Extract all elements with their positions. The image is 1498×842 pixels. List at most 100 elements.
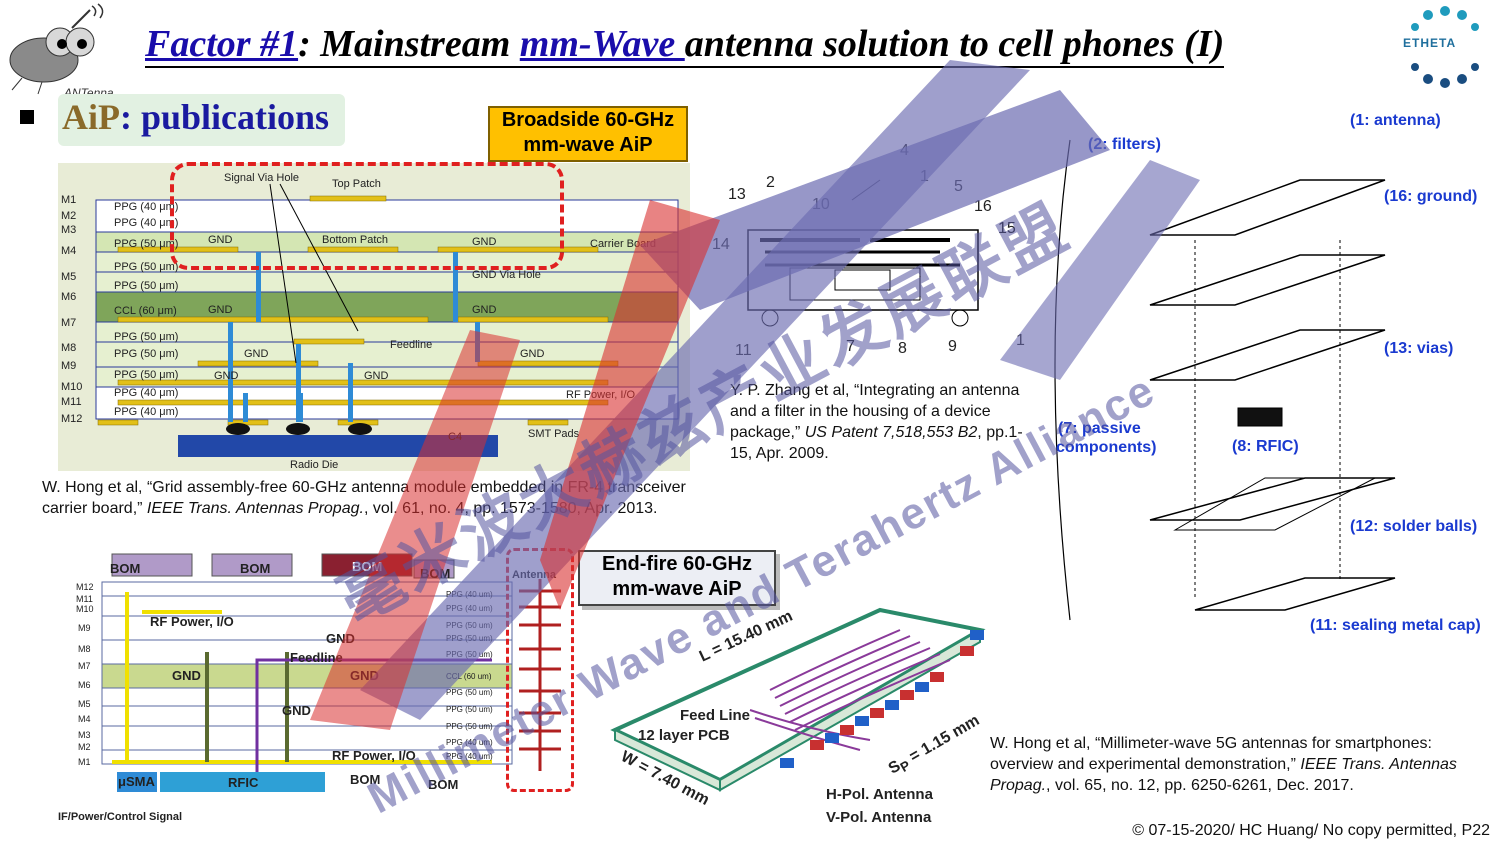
endfire-rf-power: RF Power, I/O: [150, 614, 234, 629]
label-gnd-6: GND: [520, 348, 545, 360]
section-aip: AiP: [62, 97, 120, 137]
patent-num-7: 7: [846, 338, 855, 355]
label-gnd-3: GND: [208, 304, 233, 316]
ef-layer-m7: M7: [78, 661, 91, 671]
layer-m5: M5: [61, 271, 77, 283]
endfire-gnd-3: GND: [350, 668, 379, 683]
ef-layer-m3: M3: [78, 730, 91, 740]
highlight-antenna-region: [170, 162, 564, 270]
label-ground: (16: ground): [1384, 188, 1478, 205]
material-7: PPG (50 μm): [114, 331, 179, 343]
broadside-line2: mm-wave AiP: [523, 134, 653, 156]
endfire-usma: μSMA: [118, 774, 155, 789]
patent-num-13: 13: [728, 186, 746, 203]
layer-m7: M7: [61, 317, 77, 329]
ef-layer-m10: M10: [76, 604, 94, 614]
endfire-gnd-1: GND: [326, 631, 355, 646]
label-passive-1: (7: passive: [1058, 420, 1141, 437]
material-1: PPG (40 μm): [114, 201, 179, 213]
patent-num-16: 16: [974, 198, 992, 215]
section-heading-bg: [58, 94, 345, 146]
citation-hong-2017: W. Hong et al, “Millimeter-wave 5G anten…: [990, 733, 1460, 796]
ef-layer-m11: M11: [76, 594, 93, 604]
material-11: PPG (40 μm): [114, 406, 179, 418]
label-feedline: Feedline: [390, 339, 433, 351]
title-rest: antenna solution to cell phones (I): [684, 23, 1225, 65]
title-highlight: mm-Wave: [519, 23, 685, 65]
endfire-line1: End-fire 60-GHz: [601, 553, 753, 575]
ef-mat-6: CCL (60 um): [446, 672, 492, 681]
layer-m6: M6: [61, 291, 77, 303]
label-carrier-board: Carrier Board: [590, 238, 657, 250]
ef-mat-3: PPG (50 um): [446, 621, 493, 630]
material-10: PPG (40 μm): [114, 387, 179, 399]
citation-zhang-2009: Y. P. Zhang et al, “Integrating an anten…: [730, 380, 1026, 464]
broadside-line1: Broadside 60-GHz: [501, 109, 675, 131]
material-9: PPG (50 μm): [114, 369, 179, 381]
ef-layer-m4: M4: [78, 714, 91, 724]
endfire-if-power: IF/Power/Control Signal: [58, 811, 183, 823]
label-filters: (2: filters): [1088, 136, 1161, 153]
citation-hong-2013: W. Hong et al, “Grid assembly-free 60-GH…: [42, 477, 712, 519]
page-title: Factor #1: Mainstream mm-Wave antenna so…: [145, 22, 1225, 68]
bullet-icon: [20, 110, 34, 124]
patent-num-4: 4: [900, 142, 909, 159]
pcb-layer-count: 12 layer PCB: [638, 727, 730, 744]
ef-mat-9: PPG (50 um): [446, 722, 493, 731]
pcb-feed-line: Feed Line: [680, 707, 751, 724]
layer-m8: M8: [61, 342, 77, 354]
label-rf-power: RF Power, I/O: [566, 389, 636, 401]
ef-layer-m2: M2: [78, 742, 91, 752]
endfire-gnd-2: GND: [172, 668, 201, 683]
ef-layer-m9: M9: [78, 623, 91, 633]
ef-mat-10: PPG (40 um): [446, 738, 493, 747]
patent-num-14: 14: [712, 236, 730, 253]
ef-layer-m6: M6: [78, 680, 91, 690]
ef-mat-5: PPG (50 um): [446, 650, 493, 659]
patent-num-15: 15: [998, 220, 1016, 237]
ef-mat-7: PPG (50 um): [446, 688, 493, 697]
label-solder-balls: (12: solder balls): [1350, 518, 1478, 535]
broadside-tag: Broadside 60-GHz mm-wave AiP: [488, 106, 688, 162]
label-smt-pads: SMT Pads: [528, 428, 580, 440]
pcb-vpol: V-Pol. Antenna: [826, 809, 932, 826]
bom-label-1: BOM: [110, 561, 141, 576]
endfire-rfic: RFIC: [228, 775, 259, 790]
layer-m11: M11: [61, 396, 82, 408]
label-gnd-via: GND Via Hole: [472, 269, 541, 281]
patent-num-1: 1: [920, 168, 929, 185]
patent-num-9: 9: [948, 338, 957, 355]
antenna-logo: [2, 2, 132, 98]
endfire-feedline: Feedline: [290, 650, 343, 665]
layer-m9: M9: [61, 360, 77, 372]
section-heading: AiP: publications: [62, 96, 329, 138]
layer-m4: M4: [61, 245, 77, 257]
bom-label-5: BOM: [350, 772, 381, 787]
label-radio-die: Radio Die: [290, 459, 339, 471]
label-rfic: (8: RFIC): [1232, 438, 1299, 455]
bom-label-6: BOM: [428, 777, 459, 792]
citation-zhang-patent: US Patent 7,518,553 B2: [804, 424, 978, 441]
citation-hong-2017-details: , vol. 65, no. 12, pp. 6250-6261, Dec. 2…: [1046, 777, 1354, 794]
label-gnd-8: GND: [364, 370, 389, 382]
material-3: PPG (50 μm): [114, 238, 179, 250]
label-gnd-7: GND: [214, 370, 239, 382]
patent-exploded-view: [1040, 100, 1480, 640]
patent-num-5: 5: [954, 178, 963, 195]
etheta-logo: [1398, 5, 1493, 90]
patent-num-1b: 1: [1016, 332, 1025, 349]
bom-label-4: BOM: [420, 566, 451, 581]
material-5: PPG (50 μm): [114, 280, 179, 292]
endfire-antenna-label: Antenna: [512, 569, 556, 581]
ef-mat-8: PPG (50 um): [446, 705, 493, 714]
ef-mat-2: PPG (40 um): [446, 604, 493, 613]
ef-layer-m8: M8: [78, 644, 91, 654]
label-sealing-cap: (11: sealing metal cap): [1310, 617, 1481, 634]
label-passive-2: components): [1056, 439, 1157, 456]
label-gnd-1: GND: [208, 234, 233, 246]
patent-num-11: 11: [735, 342, 752, 359]
patent-cross-section: [720, 140, 1030, 355]
material-8: PPG (50 μm): [114, 348, 179, 360]
endfire-gnd-4: GND: [282, 703, 311, 718]
ef-mat-11: PPG (40 um): [446, 752, 493, 761]
